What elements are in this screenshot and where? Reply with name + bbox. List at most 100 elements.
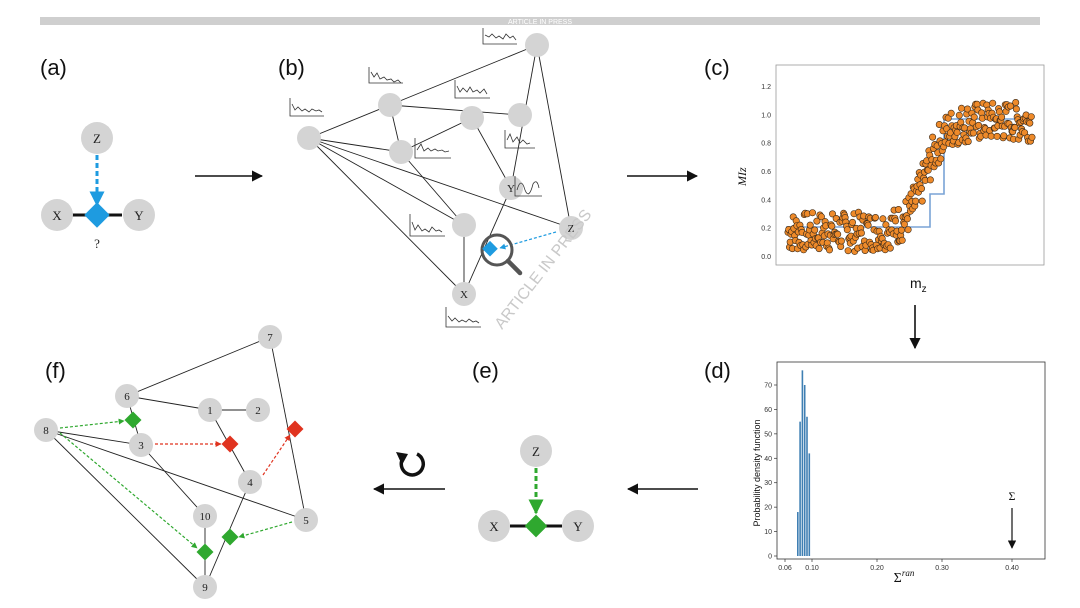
scatter-point	[811, 226, 819, 234]
d-ytick: 60	[764, 407, 772, 414]
node-f-6-label: 6	[124, 391, 130, 403]
scatter-point	[897, 226, 905, 234]
node-f-5-label: 5	[303, 515, 309, 527]
node-f-4-label: 4	[247, 477, 253, 489]
refresh-icon	[396, 452, 425, 477]
scatter-point	[989, 99, 997, 107]
scatter-point	[886, 244, 894, 252]
plot-d-xlabel: Σran	[894, 568, 915, 586]
panel-b-label: (b)	[278, 55, 305, 80]
node-b-y-label: Y	[507, 183, 515, 195]
scatter-point	[929, 133, 937, 141]
node-f-3	[129, 433, 153, 457]
node-b-x	[452, 282, 476, 306]
scatter-point	[813, 217, 821, 225]
scatter-point	[834, 230, 842, 238]
node-y-label: Y	[134, 208, 144, 223]
scatter-point	[1027, 113, 1035, 121]
header-banner	[40, 17, 1040, 25]
scatter-point	[975, 121, 983, 129]
node-f-1-label: 1	[207, 405, 213, 417]
d-ytick: 40	[764, 456, 772, 463]
mini-timeseries	[289, 28, 542, 328]
diamond-red-4-7	[286, 420, 304, 438]
scatter-point	[937, 155, 945, 163]
d-ytick: 20	[764, 505, 772, 512]
header-banner-text: ARTICLE IN PRESS	[508, 19, 572, 26]
significant-diamond	[524, 514, 548, 538]
c-ytick: 1.0	[761, 112, 771, 119]
node-f-10-label: 10	[200, 511, 212, 523]
sigma-marker-label: Σ	[1009, 489, 1016, 503]
diamond-red-3-4	[221, 435, 239, 453]
scatter-point	[837, 237, 845, 245]
node-b-y	[499, 176, 523, 200]
c-ytick: 0.2	[761, 226, 771, 233]
d-xtick: 0.30	[935, 565, 949, 572]
scatter-point	[918, 197, 926, 205]
scatter-point	[898, 236, 906, 244]
scatter-point	[1011, 124, 1019, 132]
scatter-point	[955, 111, 963, 119]
d-xtick: 0.10	[805, 565, 819, 572]
panel-c: (c) 1.21.00.80.60.40.20.0 MIz mz	[704, 55, 1045, 295]
watermark: ARTICLE IN PRESS	[492, 207, 596, 333]
histogram-bars	[797, 370, 811, 556]
node-f-2	[246, 398, 270, 422]
scatter-point	[917, 185, 925, 193]
scatter-point	[1000, 132, 1008, 140]
histogram-bar	[806, 416, 808, 556]
scatter-point	[1026, 119, 1034, 127]
plot-c-xlabel: mz	[910, 275, 927, 295]
node-f-7-label: 7	[267, 332, 273, 344]
node-f-2-label: 2	[255, 405, 261, 417]
histogram-bar	[797, 512, 799, 556]
plot-c-ylabel: MIz	[735, 167, 749, 187]
panel-d-label: (d)	[704, 358, 731, 383]
scatter-point	[825, 246, 833, 254]
c-ytick: 0.8	[761, 141, 771, 148]
d-ytick: 30	[764, 480, 772, 487]
d-ytick: 0	[768, 554, 772, 561]
scatter-point	[891, 217, 899, 225]
node-f-1	[198, 398, 222, 422]
scatter-point	[1006, 102, 1014, 110]
node-e-y-label: Y	[573, 519, 583, 534]
scatter-point	[973, 100, 981, 108]
diamond-green-6	[124, 411, 142, 429]
scatter-point	[970, 113, 978, 121]
scatter-point	[1028, 133, 1036, 141]
scatter-point	[828, 222, 836, 230]
panel-e-label: (e)	[472, 358, 499, 383]
d-xtick: 0.40	[1005, 565, 1019, 572]
node-e-y	[562, 510, 594, 542]
scatter-point	[969, 129, 977, 137]
magnifier-icon	[480, 233, 523, 276]
histogram-bar	[808, 453, 811, 556]
node-f-8	[34, 418, 58, 442]
scatter-point	[879, 215, 887, 223]
diamond-green-4-9	[221, 528, 239, 546]
panel-e: (e) Z X Y	[472, 358, 594, 542]
histogram-bar	[803, 385, 806, 556]
scatter-point	[998, 113, 1006, 121]
panel-a-label: (a)	[40, 55, 67, 80]
scatter-point	[903, 215, 911, 223]
node-f-6	[115, 384, 139, 408]
scatter-point	[864, 221, 872, 229]
scatter-point	[947, 109, 955, 117]
plot-c-frame	[775, 64, 1045, 266]
scatter-point	[957, 104, 965, 112]
d-xtick: 0.06	[778, 565, 792, 572]
node-e-x-label: X	[489, 519, 499, 534]
node-f-9-label: 9	[202, 582, 208, 594]
node-b-z-label: Z	[568, 223, 575, 235]
node-z-label: Z	[93, 131, 101, 146]
scatter-point	[815, 245, 823, 253]
scatter-point	[987, 132, 995, 140]
scatter-point	[1012, 99, 1020, 107]
scatter-point	[871, 214, 879, 222]
